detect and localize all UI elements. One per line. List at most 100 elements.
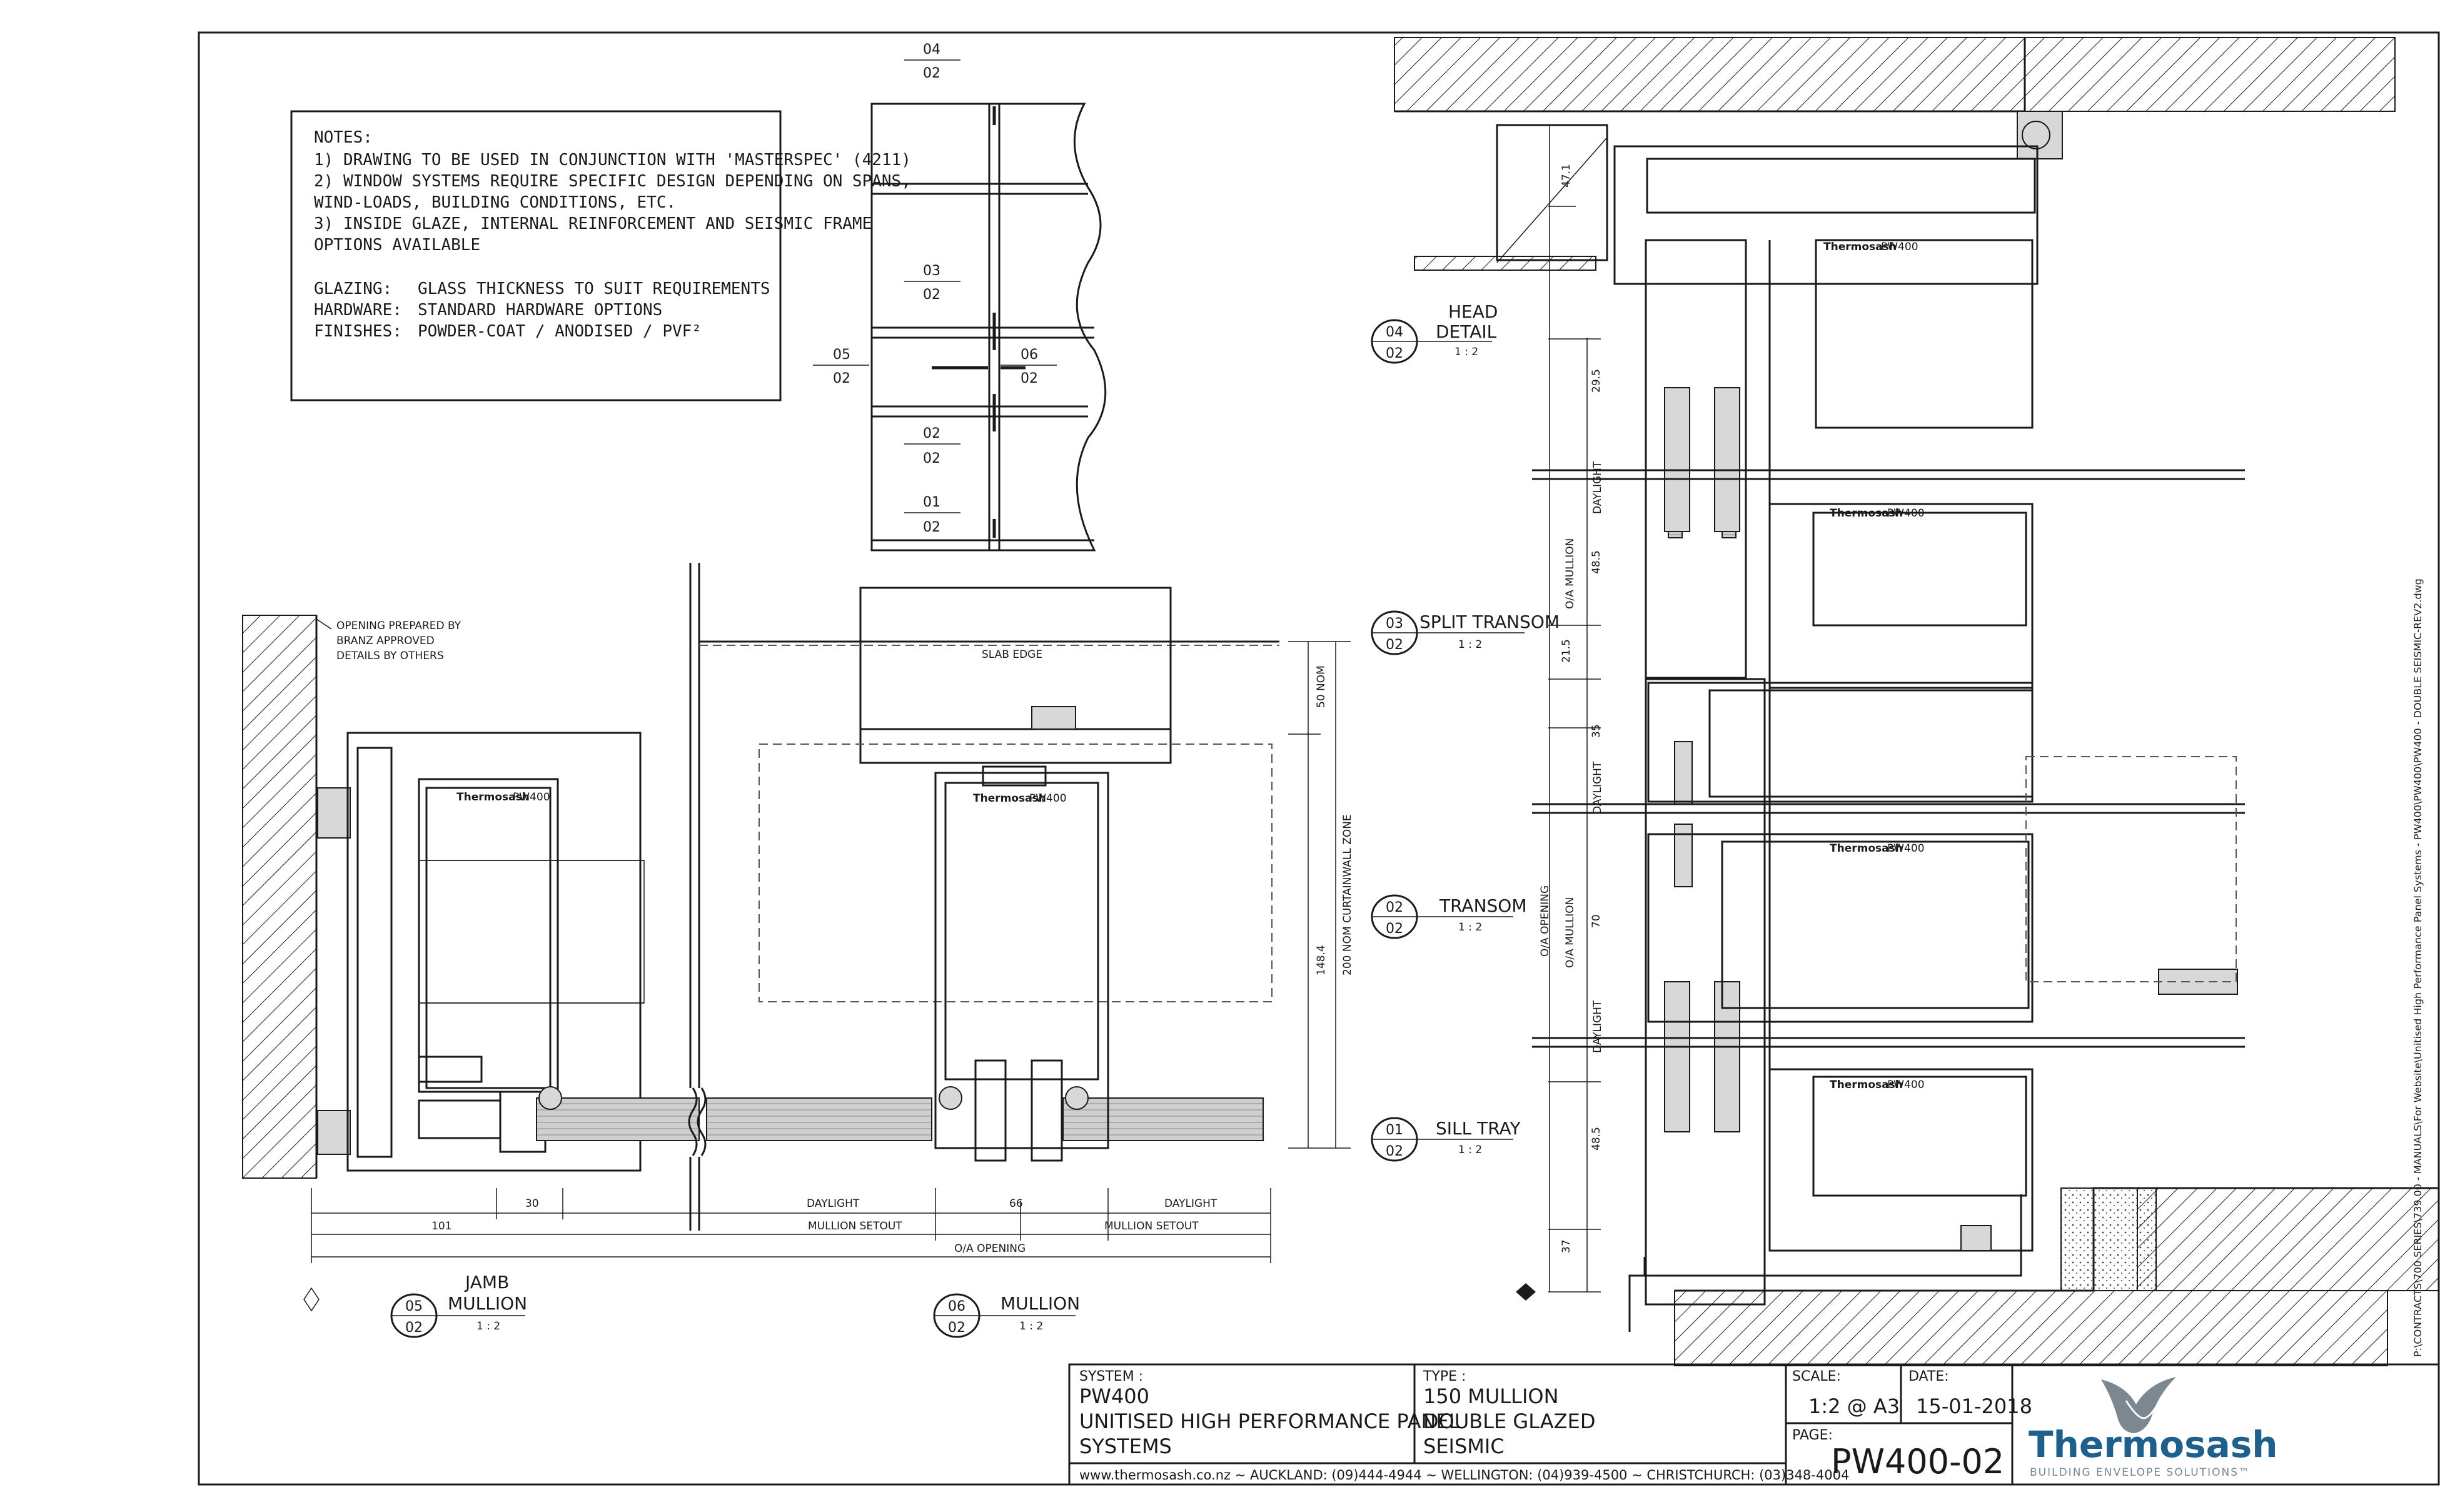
tb-system-line-2: UNITISED HIGH PERFORMANCE PANEL [1079, 1409, 1460, 1433]
notes-line-2: 2) WINDOW SYSTEMS REQUIRE SPECIFIC DESIG… [314, 172, 911, 191]
notes-heading: NOTES: [314, 128, 373, 147]
section-dim-471: 47.1 [1560, 164, 1573, 188]
section-dim-oa-mullion-1: O/A MULLION [1564, 538, 1576, 609]
elev-ref-03-num: 03 [923, 263, 940, 279]
callout-06-sheet: 02 [948, 1320, 965, 1336]
section-dim-70: 70 [1590, 914, 1603, 928]
callout-transom: 02 02 TRANSOM 1 : 2 [1371, 894, 1527, 939]
plan-dim-setout-right: MULLION SETOUT [1104, 1220, 1199, 1232]
elevation-key: 04 02 03 02 05 02 06 02 02 02 01 02 [813, 42, 1107, 552]
callout-03-scale: 1 : 2 [1458, 638, 1482, 651]
bird-logo-icon [2101, 1377, 2176, 1433]
spec-finishes-label: FINISHES: [314, 322, 402, 341]
callout-04-sheet: 02 [1386, 346, 1403, 361]
callout-04-scale: 1 : 2 [1454, 346, 1478, 358]
section-dim-215: 21.5 [1560, 639, 1573, 663]
section-dim-daylight-2: DAYLIGHT [1591, 761, 1604, 814]
callout-04-num: 04 [1386, 325, 1403, 340]
tb-scale-label: SCALE: [1792, 1369, 1841, 1384]
callout-sill-tray: 01 02 SILL TRAY 1 : 2 [1371, 1117, 1521, 1162]
tb-type-line-3: SEISMIC [1423, 1434, 1505, 1458]
elev-ref-06-sheet: 02 [1021, 371, 1038, 386]
callout-02-num: 02 [1386, 900, 1403, 915]
notes-line-4: 3) INSIDE GLAZE, INTERNAL REINFORCEMENT … [314, 214, 872, 233]
plan-dim-daylight-right: DAYLIGHT [1164, 1197, 1217, 1210]
opening-note-1: OPENING PREPARED BY [336, 620, 461, 632]
spec-hardware-value: STANDARD HARDWARE OPTIONS [418, 301, 662, 320]
section-brand-mark-4: Thermosash [1830, 1079, 1903, 1091]
section-dim-37: 37 [1560, 1239, 1573, 1253]
plan-dim-1484: 148.4 [1315, 945, 1328, 975]
callout-01-title: SILL TRAY [1436, 1118, 1521, 1139]
callout-03-sheet: 02 [1386, 637, 1403, 653]
callout-04-title: HEAD [1448, 301, 1498, 322]
section-dim-35: 35 [1590, 724, 1603, 738]
tb-system-line-1: PW400 [1079, 1384, 1149, 1408]
section-dim-oa-opening: O/A OPENING [1539, 885, 1551, 957]
section-dim-daylight-3: DAYLIGHT [1591, 1000, 1604, 1053]
thermosash-logo: Thermosash BUILDING ENVELOPE SOLUTIONS™ [2029, 1377, 2278, 1479]
callout-01-scale: 1 : 2 [1458, 1144, 1482, 1156]
elev-ref-04-sheet: 02 [923, 66, 940, 81]
tb-system-label: SYSTEM : [1079, 1369, 1143, 1384]
callout-05-title2: MULLION [448, 1293, 527, 1314]
opening-note-2: BRANZ APPROVED [336, 635, 435, 647]
elev-ref-05-sheet: 02 [833, 371, 850, 386]
callout-03-num: 03 [1386, 616, 1403, 632]
callout-02-sheet: 02 [1386, 921, 1403, 937]
section-dim-295: 29.5 [1590, 369, 1603, 393]
section-product-mark-1: PW400 [1881, 241, 1918, 253]
section-product-mark-4: PW400 [1887, 1079, 1925, 1091]
section-brand-mark-2: Thermosash [1830, 507, 1903, 520]
logo-tagline: BUILDING ENVELOPE SOLUTIONS™ [2030, 1466, 2251, 1479]
plan-dim-30: 30 [525, 1197, 539, 1210]
callout-04-title2: DETAIL [1436, 321, 1497, 342]
plan-dim-setout-left: MULLION SETOUT [808, 1220, 902, 1232]
plan-dim-66: 66 [1009, 1197, 1023, 1210]
section-product-mark-2: PW400 [1887, 507, 1925, 520]
notes-line-1: 1) DRAWING TO BE USED IN CONJUNCTION WIT… [314, 151, 911, 169]
elev-ref-06-num: 06 [1021, 347, 1038, 363]
vertical-section: Thermosash PW400 Thermosash PW400 T [1371, 37, 2439, 1366]
mullion-product-mark: PW400 [1029, 792, 1067, 805]
title-block: SYSTEM : PW400 UNITISED HIGH PERFORMANCE… [1068, 1363, 2440, 1486]
callout-05-scale: 1 : 2 [476, 1320, 500, 1333]
elev-ref-05-num: 05 [833, 347, 850, 363]
opening-note-3: DETAILS BY OTHERS [336, 650, 444, 662]
section-brand-mark-1: Thermosash [1823, 241, 1897, 253]
notes-line-3: WIND-LOADS, BUILDING CONDITIONS, ETC. [314, 193, 676, 212]
callout-01-sheet: 02 [1386, 1144, 1403, 1159]
tb-date-label: DATE: [1908, 1369, 1949, 1384]
plan-dim-101: 101 [431, 1220, 451, 1232]
callout-jamb-mullion: 05 02 JAMB MULLION 1 : 2 [390, 1272, 527, 1338]
tb-type-label: TYPE : [1423, 1369, 1466, 1384]
tb-type-line-2: DOUBLE GLAZED [1423, 1409, 1595, 1433]
callout-05-title: JAMB [464, 1272, 509, 1293]
callout-06-title: MULLION [1001, 1293, 1080, 1314]
spec-glazing-label: GLAZING: [314, 280, 392, 298]
spec-glazing-value: GLASS THICKNESS TO SUIT REQUIREMENTS [418, 280, 770, 298]
section-dim-485b: 48.5 [1590, 1127, 1603, 1151]
tb-date-value: 15-01-2018 [1916, 1394, 2032, 1418]
slab-edge-label: SLAB EDGE [982, 648, 1042, 661]
section-dim-485a: 48.5 [1590, 550, 1603, 574]
jamb-brand-mark: Thermosash [456, 791, 530, 804]
plan-detail: OPENING PREPARED BY BRANZ APPROVED DETAI… [242, 563, 1354, 1338]
logo-wordmark: Thermosash [2029, 1423, 2278, 1466]
notes-box: NOTES: 1) DRAWING TO BE USED IN CONJUNCT… [290, 110, 911, 401]
callout-06-num: 06 [948, 1299, 965, 1314]
mullion-brand-mark: Thermosash [973, 792, 1046, 805]
spec-hardware-label: HARDWARE: [314, 301, 402, 320]
callout-05-sheet: 02 [405, 1320, 423, 1336]
callout-05-num: 05 [405, 1299, 423, 1314]
elev-ref-01-sheet: 02 [923, 520, 940, 535]
tb-type-line-1: 150 MULLION [1423, 1384, 1559, 1408]
tb-page-value: PW400-02 [1831, 1442, 2004, 1481]
callout-01-num: 01 [1386, 1122, 1403, 1138]
section-dim-daylight-1: DAYLIGHT [1591, 461, 1604, 514]
callout-split-transom: 03 02 SPLIT TRANSOM 1 : 2 [1371, 610, 1560, 655]
plan-dim-oa-opening: O/A OPENING [954, 1242, 1026, 1255]
elev-ref-02-sheet: 02 [923, 451, 940, 466]
elev-ref-04-num: 04 [923, 42, 940, 58]
